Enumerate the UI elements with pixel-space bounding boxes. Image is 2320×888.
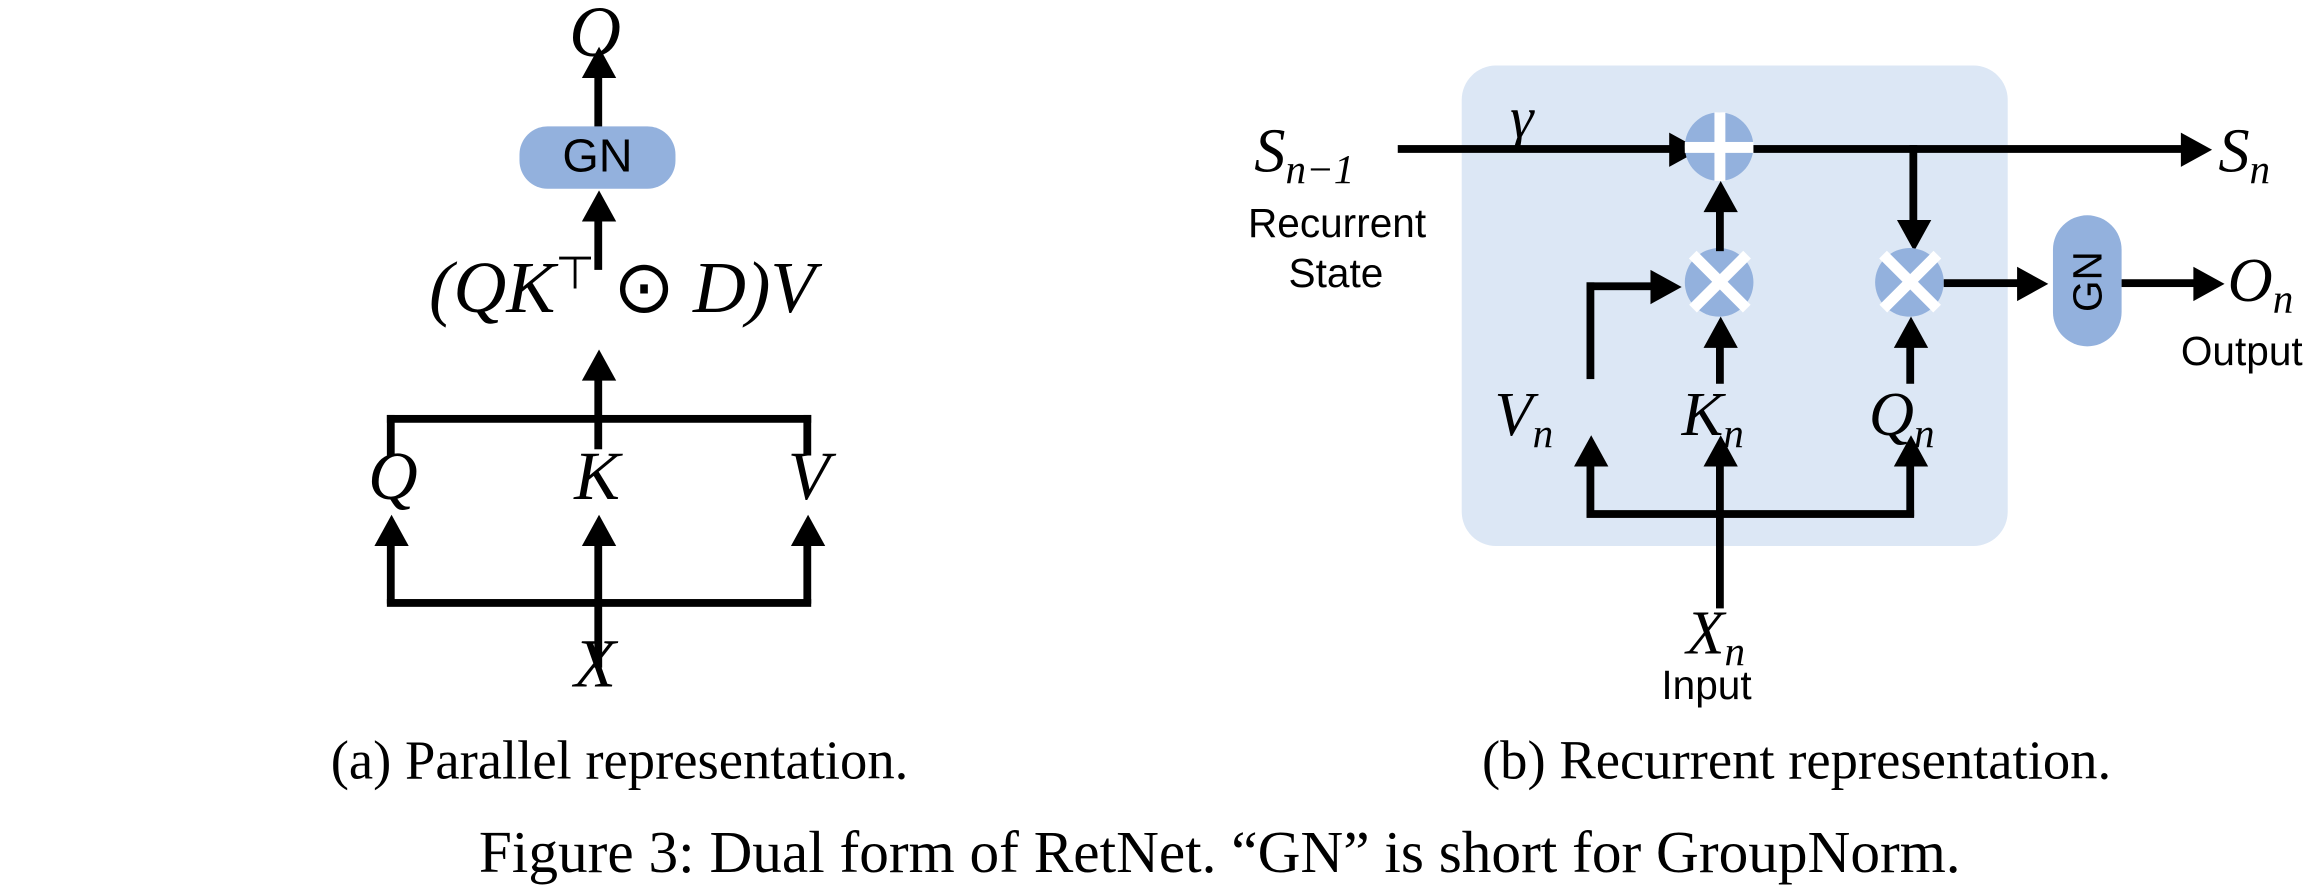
arrow-qkv-to-formula-head bbox=[581, 349, 617, 381]
state-branch-down-shaft bbox=[1909, 145, 1918, 224]
qkv-bus-horizontal bbox=[386, 414, 812, 423]
arrow-gn-to-output-shaft-r bbox=[2121, 279, 2203, 288]
parallel-input-label: X bbox=[574, 625, 617, 702]
q-symbol: Q bbox=[1868, 379, 1914, 450]
arrow-xn-to-vn-head bbox=[1574, 435, 1609, 467]
arrow-qn-to-mul-shaft bbox=[1906, 343, 1915, 384]
formula-q: Q bbox=[453, 248, 507, 330]
output-symbol: O bbox=[2227, 244, 2273, 316]
add-operator-icon bbox=[1684, 112, 1754, 181]
input-symbol: X bbox=[1686, 597, 1725, 668]
figure-3-dual-form-of-retnet: O GN (QK⊤ ⊙ D)V Q K V bbox=[330, 0, 2303, 886]
formula-transpose: ⊤ bbox=[555, 249, 595, 300]
state-out-line bbox=[1753, 145, 2191, 153]
recurrent-groupnorm-label: GN bbox=[2063, 250, 2110, 312]
multiply-operator-left-icon bbox=[1684, 248, 1754, 317]
arrow-gn-to-output-head bbox=[581, 46, 617, 78]
recurrent-v-label: Vn bbox=[1494, 383, 1554, 457]
parallel-v-label: V bbox=[787, 438, 830, 515]
recurrent-state-in-label: Sn−1 bbox=[1254, 119, 1355, 193]
state-in-subscript: n−1 bbox=[1285, 145, 1355, 193]
parallel-k-label: K bbox=[574, 438, 620, 515]
arrow-xn-to-kn-head bbox=[1703, 435, 1738, 467]
v-symbol: V bbox=[1494, 379, 1533, 450]
formula-k: K bbox=[506, 248, 556, 330]
recurrent-input-label: Xn bbox=[1686, 601, 1746, 675]
recurrent-input-caption: Input bbox=[1661, 661, 1752, 709]
arrow-xn-to-vn-shaft bbox=[1586, 460, 1595, 517]
vn-arrowhead bbox=[1650, 269, 1682, 305]
state-out-arrowhead bbox=[2180, 132, 2213, 167]
input-subscript: n bbox=[1724, 627, 1746, 675]
output-subscript: n bbox=[2272, 275, 2294, 322]
arrow-xn-to-kn-shaft bbox=[1715, 460, 1724, 517]
recurrent-output-caption: Output bbox=[2180, 327, 2303, 375]
state-out-subscript: n bbox=[2249, 145, 2271, 193]
state-branch-down-head bbox=[1896, 219, 1932, 252]
arrow-kn-to-mul-shaft bbox=[1715, 343, 1724, 384]
v-subscript: n bbox=[1532, 409, 1554, 457]
arrow-x-to-k-shaft bbox=[594, 538, 603, 604]
recurrent-state-caption-line2: State bbox=[1288, 249, 1384, 297]
state-in-line bbox=[1397, 145, 1679, 153]
qkv-bus-stub-q bbox=[386, 414, 395, 456]
parallel-q-label: Q bbox=[368, 438, 418, 515]
arrow-formula-to-gn-head bbox=[581, 190, 617, 222]
parallel-groupnorm-label: GN bbox=[562, 131, 633, 183]
arrow-xn-to-qn-head bbox=[1893, 435, 1929, 467]
qkv-bus-stub-v bbox=[803, 414, 812, 456]
arrow-x-to-v-shaft bbox=[803, 538, 812, 604]
formula-close-paren: ) bbox=[745, 248, 771, 330]
recurrent-state-caption-line1: Recurrent bbox=[1248, 199, 1427, 247]
arrow-mul-to-gn-shaft bbox=[1943, 279, 2025, 288]
arrow-qkv-to-formula-shaft bbox=[594, 374, 603, 450]
state-out-symbol: S bbox=[2218, 115, 2250, 186]
vn-elbow-vertical bbox=[1586, 282, 1595, 380]
arrow-x-to-q-shaft bbox=[386, 538, 395, 604]
subcaption-parallel: (a) Parallel representation. bbox=[330, 730, 909, 791]
state-in-symbol: S bbox=[1254, 115, 1286, 186]
recurrent-groupnorm-pill[interactable]: GN bbox=[2052, 215, 2122, 347]
arrow-x-to-q-head bbox=[374, 514, 409, 546]
formula-v: V bbox=[770, 248, 816, 330]
figure-caption: Figure 3: Dual form of RetNet. “GN” is s… bbox=[478, 820, 1961, 887]
parallel-groupnorm-pill[interactable]: GN bbox=[519, 126, 676, 189]
recurrent-output-label: On bbox=[2228, 249, 2294, 322]
gamma-label: γ bbox=[1510, 85, 1534, 152]
recurrent-state-out-label: Sn bbox=[2218, 119, 2271, 193]
arrow-formula-to-gn-shaft bbox=[594, 216, 603, 270]
parallel-retention-formula: (QK⊤ ⊙ D)V bbox=[429, 249, 815, 327]
arrow-x-to-k-head bbox=[581, 514, 617, 546]
arrow-gn-to-output-head-r bbox=[2193, 266, 2225, 302]
subcaption-recurrent: (b) Recurrent representation. bbox=[1482, 730, 2112, 791]
arrow-gn-to-output-shaft bbox=[594, 74, 603, 128]
vn-elbow-horizontal bbox=[1586, 282, 1659, 291]
arrow-qn-to-mul-head bbox=[1893, 316, 1929, 348]
arrow-kn-to-mul-head bbox=[1703, 316, 1738, 348]
xn-bus-horizontal bbox=[1586, 510, 1915, 518]
formula-hadamard-icon: ⊙ bbox=[613, 248, 675, 330]
arrow-xn-to-qn-shaft bbox=[1906, 460, 1915, 517]
multiply-operator-right-icon bbox=[1875, 248, 1944, 317]
formula-d: D bbox=[693, 248, 746, 330]
formula-open-paren: ( bbox=[428, 248, 454, 330]
k-symbol: K bbox=[1681, 379, 1724, 450]
arrow-mul-to-add-shaft bbox=[1715, 207, 1724, 252]
xn-bus-stem bbox=[1715, 510, 1724, 609]
arrow-mul-to-gn-head bbox=[2017, 266, 2049, 302]
arrow-x-to-v-head bbox=[790, 514, 826, 546]
x-bus-stem bbox=[594, 599, 603, 668]
arrow-mul-to-add-head bbox=[1703, 180, 1738, 213]
recurrent-q-label: Qn bbox=[1869, 383, 1935, 454]
